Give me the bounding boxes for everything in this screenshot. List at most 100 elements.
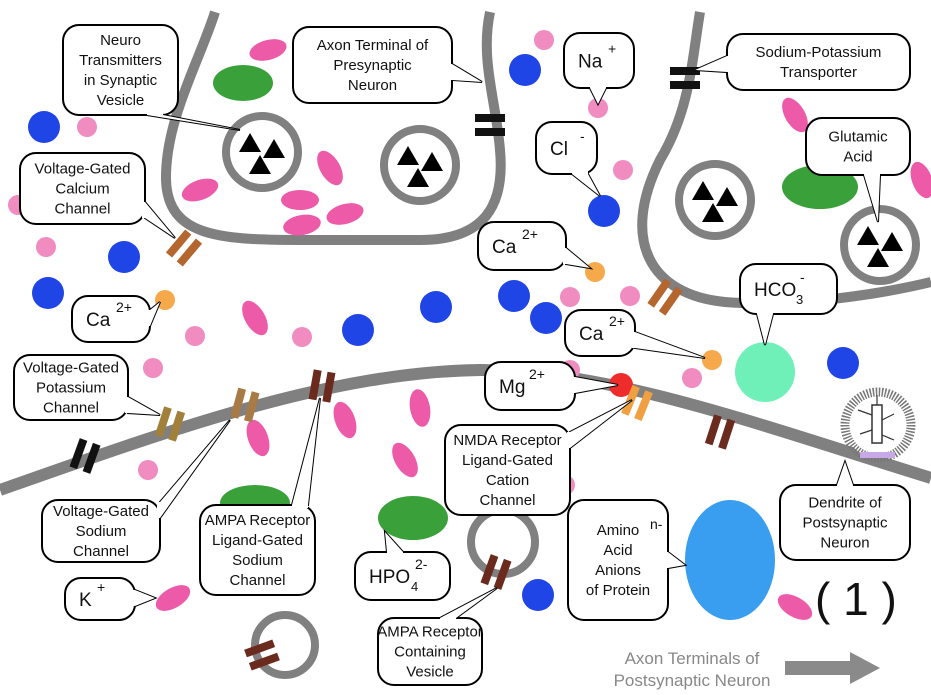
neurotransmitter-triangle-icon	[397, 146, 419, 165]
neurotransmitter-triangle-icon	[249, 155, 271, 174]
chloride-ion	[28, 111, 60, 143]
phosphate-molecule	[213, 65, 273, 101]
callout-pointer-cover	[125, 397, 160, 415]
callout-text: Voltage-Gated	[35, 161, 131, 178]
callout-calcium-2: Ca2+	[71, 295, 161, 343]
arrow-right-icon	[785, 652, 880, 684]
callout-pointer-cover	[449, 64, 482, 82]
receptor-branch	[859, 429, 873, 435]
callout-pointer-cover	[864, 172, 880, 222]
callout-pointer-cover	[665, 552, 685, 568]
synaptic-vesicle	[222, 112, 302, 192]
callout-pointer-cover	[567, 400, 632, 448]
figure-number: ( 1 )	[815, 573, 897, 625]
ion-channel	[244, 639, 280, 671]
ion-symbol: Na	[578, 52, 603, 73]
neurotransmitter-triangle-icon	[702, 203, 724, 222]
synaptic-vesicle	[380, 125, 460, 205]
charge-superscript: 2+	[529, 366, 545, 382]
sodium-ion	[292, 327, 312, 347]
callout-text: Neuro	[100, 32, 141, 49]
callout-calcium-3: Ca 2+	[564, 309, 706, 359]
charge-superscript: +	[97, 579, 105, 595]
ion-channel	[670, 67, 700, 89]
channel-subunit	[480, 554, 499, 586]
sodium-ion	[36, 237, 56, 257]
sodium-ion	[138, 460, 158, 480]
neurotransmitter-triangle-icon	[857, 226, 879, 245]
charge-superscript: 2+	[609, 313, 625, 329]
callout-potassium: K+	[64, 577, 158, 621]
channel-subunit	[69, 438, 88, 470]
callout-pointer-cover	[572, 377, 618, 393]
callout-box	[444, 424, 571, 516]
glutamate-molecule	[249, 39, 287, 61]
glutamate-molecule	[181, 178, 219, 202]
chloride-ion	[342, 314, 374, 346]
channel-subunit	[658, 286, 683, 316]
chloride-ion	[522, 579, 554, 611]
vesicle-membrane	[380, 125, 460, 205]
sodium-ion	[682, 368, 702, 388]
callout-text: Anions	[595, 562, 641, 579]
callout-text: of Protein	[586, 582, 650, 599]
callout-text: Ligand-Gated	[212, 532, 303, 549]
ion-symbol: Ca	[579, 324, 604, 345]
callout-text: Axon Terminal of	[317, 37, 429, 54]
empty-vesicle	[251, 611, 319, 679]
footer-label: Axon Terminals of Postsynaptic Neuron	[614, 649, 880, 690]
ion-symbol: Cl	[550, 139, 568, 160]
channel-subunit	[176, 238, 203, 267]
charge-superscript: +	[608, 41, 616, 57]
callout-text: Potassium	[36, 380, 106, 397]
callout-sodium: Na +	[563, 32, 635, 107]
footer-line-1: Axon Terminals of	[625, 649, 760, 668]
chloride-ion	[509, 54, 541, 86]
neurotransmitter-triangle-icon	[239, 133, 261, 152]
charge-superscript: -	[580, 128, 585, 144]
ion-subscript: 3	[796, 292, 803, 307]
callout-text: Voltage-Gated	[53, 503, 149, 520]
footer-line-2: Postsynaptic Neuron	[614, 671, 771, 690]
channels	[69, 67, 736, 671]
callout-pointer-cover	[292, 398, 320, 508]
channel-subunit	[154, 406, 172, 438]
sodium-ion	[185, 326, 205, 346]
ion-channel	[647, 278, 683, 316]
glutamate-molecule	[283, 214, 321, 236]
ion-symbol: Ca	[492, 237, 517, 258]
chloride-ion	[32, 277, 64, 309]
calcium-ion	[702, 350, 722, 370]
sodium-ion	[560, 287, 580, 307]
callout-text: AMPA Receptor	[377, 624, 483, 641]
callout-text: Acid	[843, 149, 872, 166]
callout-pointer-cover	[632, 332, 705, 358]
callout-pointer-cover	[142, 202, 175, 238]
receptor-branch	[857, 409, 873, 416]
neurotransmitter-triangle-icon	[692, 181, 714, 200]
callout-text: Sodium	[232, 552, 283, 569]
callout-text: Channel	[73, 543, 129, 560]
callout-text: AMPA Receptor	[205, 512, 311, 529]
neurotransmitter-triangle-icon	[716, 187, 738, 206]
glutamate-molecule	[777, 594, 813, 620]
channel-subunit	[475, 114, 505, 122]
calcium-ion	[585, 262, 605, 282]
callout-box	[377, 617, 483, 686]
callout-text: Channel	[43, 400, 99, 417]
channel-subunit	[647, 278, 672, 308]
ion-symbol: Ca	[86, 310, 111, 331]
callout-pointer-cover	[572, 171, 600, 196]
ion-channel	[704, 414, 736, 450]
channel-subunit	[230, 387, 246, 419]
callout-text: Transporter	[780, 64, 857, 81]
callout-text: NMDA Receptor	[453, 432, 561, 449]
chloride-ion	[420, 291, 452, 323]
ion-symbol: HPO	[369, 567, 410, 588]
